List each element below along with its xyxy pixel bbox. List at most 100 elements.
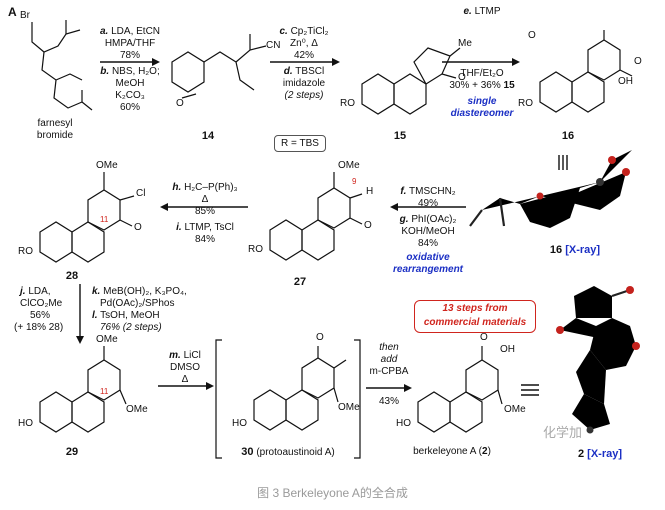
- ester-29: OMe: [126, 404, 148, 415]
- ketone-oxygen-15: O: [458, 72, 466, 83]
- step-b-yield: 60%: [119, 102, 141, 113]
- compound-29-label: 29: [65, 446, 79, 458]
- step-e-line2: THF/Et₂O: [460, 68, 504, 79]
- nitrile-group: CN: [266, 40, 281, 51]
- ro-group-28: RO: [18, 246, 33, 257]
- methyl-15: Me: [458, 38, 472, 49]
- step-l-reagents: l. TsOH, MeOH: [92, 310, 160, 321]
- hydrogen-27: H: [366, 186, 374, 197]
- ro-group-27: RO: [248, 244, 263, 255]
- figure-caption: 图 3 Berkeleyone A的全合成: [257, 486, 408, 500]
- compound-30-structure: [253, 346, 347, 431]
- oxidative-label: oxidative: [406, 252, 450, 263]
- step-b-line3: K₂CO₃: [115, 90, 145, 101]
- berkeleyone-a-label: berkeleyone A (2): [413, 446, 491, 457]
- compound-27-structure: [269, 172, 363, 261]
- step-f-yield: 49%: [417, 198, 439, 209]
- compound-16-structure: [539, 30, 633, 113]
- step-j-extra: (+ 18% 28): [14, 322, 64, 333]
- step-g-line2: KOH/MeOH: [401, 226, 455, 237]
- compound-30-label: 30 (protoaustinoid A): [241, 446, 335, 458]
- step-j-reagents: j. LDA,: [20, 286, 51, 297]
- ome-27: OMe: [338, 160, 360, 171]
- step-h-reagents: h. H₂C–P(Ph)₃: [172, 182, 238, 193]
- final-step-line1: then: [379, 342, 399, 353]
- step-m-reagents: m. LiCl: [169, 350, 201, 361]
- ketone-oxygen-30: O: [316, 332, 324, 343]
- step-d-reagents: d. TBSCl: [283, 66, 325, 77]
- bracket: [215, 339, 361, 459]
- diastereomer-label: diastereomer: [450, 108, 514, 119]
- ester-30: OMe: [338, 402, 360, 413]
- synthesis-scheme: [31, 20, 640, 459]
- ome-28: OMe: [96, 160, 118, 171]
- step-m-line3: Δ: [181, 374, 189, 385]
- compound-14-label: 14: [201, 130, 215, 142]
- c11-label-29: 11: [100, 387, 109, 396]
- step-d-line2: imidazole: [282, 78, 326, 89]
- steps-summary-box: 13 steps from commercial materials: [414, 300, 536, 333]
- compound-14-structure: [171, 34, 267, 99]
- panel-label: A: [8, 5, 17, 19]
- berkeleyone-a-structure: [417, 346, 503, 433]
- step-l-yield: 76% (2 steps): [100, 322, 162, 333]
- step-f-reagents: f. TMSCHN₂: [400, 186, 456, 197]
- epoxide-oxygen: O: [176, 98, 184, 109]
- farnesyl-bromide-structure: [31, 20, 93, 111]
- step-k-line2: Pd(OAc)₂/SPhos: [100, 298, 175, 309]
- step-e-yield: 30% + 36% 15: [449, 80, 515, 91]
- step-m-line2: DMSO: [170, 362, 200, 373]
- ketone-oxygen-28: O: [134, 222, 142, 233]
- ketone-oxygen-27: O: [364, 220, 372, 231]
- compound-15-structure: [361, 47, 461, 115]
- single-label: single: [467, 96, 497, 107]
- compound-16-xray-structure: [469, 150, 632, 228]
- step-b-reagents: b. NBS, H₂O;: [100, 66, 160, 77]
- step-g-reagents: g. PhI(OAc)₂: [399, 214, 457, 225]
- final-step-yield: 43%: [378, 396, 400, 407]
- ro-group-16: RO: [518, 98, 533, 109]
- compound-2-xray-structure: [556, 286, 640, 434]
- farnesyl-bromide-name-2: bromide: [36, 130, 74, 141]
- compound-28-label: 28: [65, 270, 79, 282]
- compound-27-label: 27: [293, 276, 307, 288]
- ho-group-29: HO: [18, 418, 33, 429]
- compound-16-label: 16: [561, 130, 575, 142]
- step-c-yield: 42%: [293, 50, 315, 61]
- ho-group-2: HO: [396, 418, 411, 429]
- step-d-yield: (2 steps): [284, 90, 324, 101]
- steps-summary-line1: 13 steps from: [442, 303, 508, 314]
- farnesyl-bromide-name-1: farnesyl: [37, 118, 73, 129]
- step-a-yield: 78%: [119, 50, 141, 61]
- step-i-reagents: i. LTMP, TsCl: [176, 222, 234, 233]
- ketone-oxygen-2: O: [480, 332, 488, 343]
- steps-summary-line2: commercial materials: [423, 317, 527, 328]
- compound-29-structure: [39, 346, 127, 433]
- final-step-line2: add: [380, 354, 398, 365]
- hydroxyl-16: OH: [618, 76, 633, 87]
- step-h-line2: Δ: [201, 194, 209, 205]
- compound-16-xray-label: 16 [X-ray]: [549, 244, 601, 256]
- step-h-yield: 85%: [194, 206, 216, 217]
- reaction-arrows: [76, 58, 568, 396]
- ome-29: OMe: [96, 334, 118, 345]
- ketone-oxygen-16b: O: [634, 56, 642, 67]
- r-group-box: R = TBS: [274, 135, 326, 152]
- step-k-reagents: k. MeB(OH)₂, K₃PO₄,: [92, 286, 187, 297]
- step-g-yield: 84%: [417, 238, 439, 249]
- compound-2-xray-label: 2 [X-ray]: [577, 448, 623, 460]
- step-c-line2: Zn⁰, Δ: [290, 38, 318, 49]
- compound-15-label: 15: [393, 130, 407, 142]
- step-j-line2: ClCO₂Me: [20, 298, 63, 309]
- step-e-reagents: e. LTMP: [463, 6, 501, 17]
- bromine-atom: Br: [20, 10, 30, 21]
- chlorine-28: Cl: [136, 188, 146, 199]
- step-a-line2: HMPA/THF: [104, 38, 156, 49]
- ro-group-15: RO: [340, 98, 355, 109]
- hydroxyl-2: OH: [500, 344, 515, 355]
- step-j-yield: 56%: [30, 310, 51, 321]
- ketone-oxygen-16a: O: [528, 30, 536, 41]
- c9-label-27: 9: [352, 177, 357, 186]
- rearrangement-label: rearrangement: [392, 264, 464, 275]
- compound-28-structure: [39, 172, 135, 263]
